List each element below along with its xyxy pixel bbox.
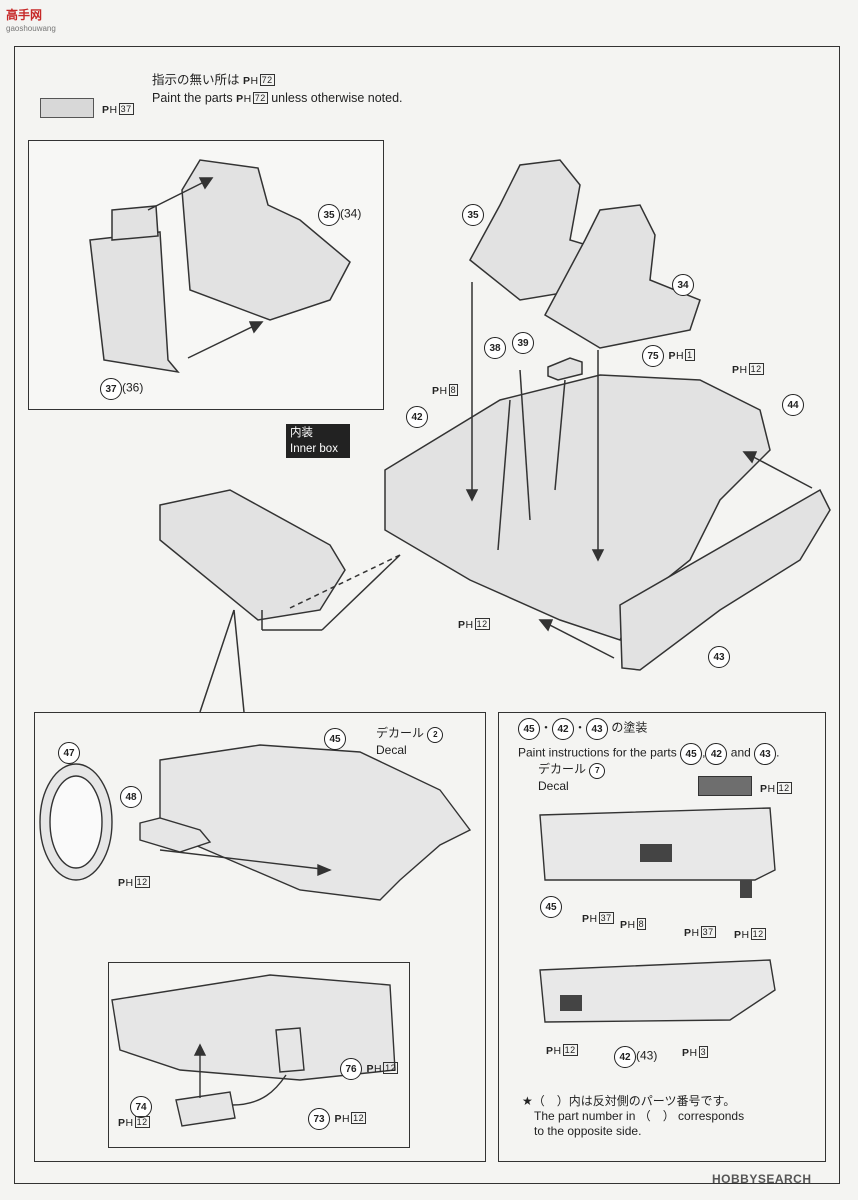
seat-drawing-inset [181, 159, 351, 321]
part-76-drawing [275, 1027, 305, 1073]
seat-34-drawing [544, 204, 701, 349]
hobbysearch-watermark: HOBBYSEARCH [712, 1172, 812, 1186]
dashboard-drawing [159, 744, 472, 901]
site-logo: 高手网 gaoshouwang [6, 6, 56, 33]
paint-title: 45・42・43 の塗装 Paint instructions for the … [518, 718, 780, 765]
label-74: 74 [130, 1096, 152, 1118]
inner-box-drawing [159, 489, 346, 621]
label-47: 47 [58, 742, 80, 764]
header-note-jp-code: 72 [259, 74, 275, 86]
paint-label-42-43: 42(43) [614, 1046, 657, 1068]
label-42: 42 [406, 406, 428, 428]
part-74-drawing [175, 1091, 236, 1127]
label-48: 48 [120, 786, 142, 808]
label-43: 43 [708, 646, 730, 668]
instruction-page-frame [14, 46, 840, 1184]
label-39: 39 [512, 332, 534, 354]
inner-box-label: 内装 Inner box [286, 424, 350, 458]
interior-tub-drawing [384, 374, 771, 641]
color-swatch-dark [698, 776, 752, 796]
label-37-36: 37(36) [100, 378, 143, 400]
dashboard-panel [34, 712, 486, 1162]
dash-decal-label: デカール 2 Decal [376, 726, 444, 758]
logo-text: 高手网 [6, 8, 43, 22]
color-swatch-light [40, 98, 94, 118]
header-note-en-suffix: unless otherwise noted. [271, 91, 403, 105]
paint-instructions-panel [498, 712, 826, 1162]
paint-door-drawing [539, 959, 776, 1023]
header-note-en-prefix: Paint the parts [152, 91, 233, 105]
label-35: 35 [462, 204, 484, 226]
dark-pocket-drawing [560, 995, 582, 1011]
label-44: 44 [782, 394, 804, 416]
label-38: 38 [484, 337, 506, 359]
label-34: 34 [672, 274, 694, 296]
opposite-side-note: ★（ ）内は反対側のパーツ番号です。 The part number in （ … [522, 1094, 745, 1138]
part-48-drawing [139, 817, 212, 853]
label-35-34: 35(34) [318, 204, 361, 226]
header-note-jp: 指示の無い所は [152, 73, 240, 87]
logo-subtext: gaoshouwang [6, 24, 56, 33]
paint-decal-label: デカール 7 Decal [538, 762, 606, 794]
paint-label-45: 45 [540, 896, 562, 918]
label-45-dash: 45 [324, 728, 346, 750]
console-inset-panel [108, 962, 410, 1148]
header-note-en-code: 72 [252, 92, 268, 104]
door-panel-43-drawing [619, 488, 831, 671]
seat-back-panel-drawing [89, 231, 180, 374]
